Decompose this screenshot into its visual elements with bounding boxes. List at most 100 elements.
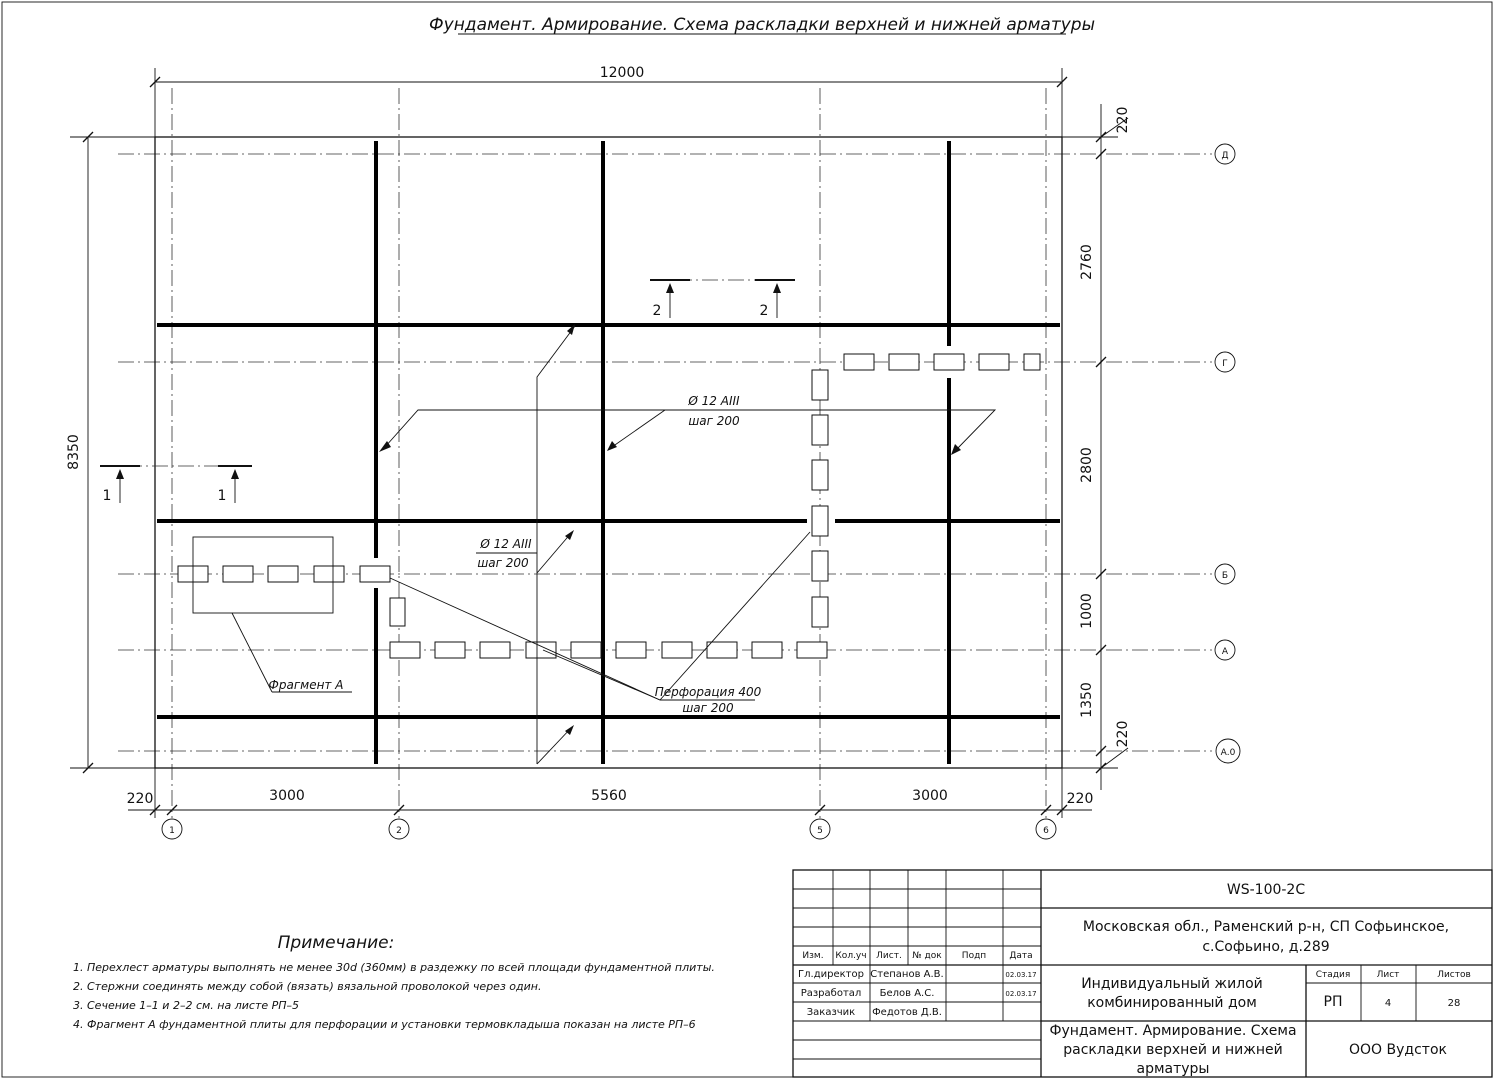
perforation-slot	[811, 459, 829, 491]
tb-company: ООО Вудсток	[1349, 1042, 1447, 1058]
axis-label-6: 6	[1043, 826, 1049, 836]
dim-tick	[1056, 76, 1068, 88]
callout-2-leader-mid	[536, 531, 573, 574]
axis-bubble-row	[1215, 738, 1241, 764]
dim-bottom-3000-left: 3000	[269, 788, 305, 804]
callout-2-leader-up	[536, 325, 576, 764]
perforations	[177, 353, 1041, 659]
axis-label-G: Г	[1222, 359, 1228, 369]
tb-header-stadiya: Стадия	[1316, 970, 1351, 980]
tb-header-listov: Листов	[1437, 970, 1471, 980]
perforation-slot	[570, 641, 602, 659]
callout-2-step: шаг 200	[477, 556, 529, 570]
tb-object-line2: комбинированный дом	[1087, 995, 1257, 1011]
dim-tick	[1095, 644, 1107, 656]
tb-role: Разработал	[801, 988, 862, 999]
note-item: 4. Фрагмент А фундаментной плиты для пер…	[73, 1018, 696, 1031]
dim-bottom-5560: 5560	[591, 788, 627, 804]
dim-tick	[82, 762, 94, 774]
fragment-a-box	[192, 536, 334, 614]
tb-value-list: 4	[1385, 998, 1391, 1009]
perforation-label: Перфорация 400	[655, 685, 762, 699]
dim-tick	[1095, 568, 1107, 580]
perforation-slot	[811, 414, 829, 446]
rebar-callout-1: Ø 12 AIII шаг 200	[379, 394, 997, 455]
axis-bubble-column	[809, 818, 831, 840]
perforation-slot	[843, 353, 875, 371]
tb-value-listov: 28	[1448, 998, 1461, 1009]
note-item: 1. Перехлест арматуры выполнять не менее…	[73, 961, 715, 974]
callout-1-arrow-mid	[607, 441, 617, 451]
dim-tick	[1040, 804, 1052, 816]
axis-bubble-row	[1214, 563, 1236, 585]
axis-label-A0: А.0	[1221, 748, 1236, 758]
perforation-slot	[222, 565, 254, 583]
dim-right-220-bottom: 220	[1115, 721, 1131, 748]
dim-right-1350: 1350	[1079, 682, 1095, 718]
dim-tick	[149, 804, 161, 816]
axis-bubble-column	[161, 818, 183, 840]
note-item: 3. Сечение 1–1 и 2–2 см. на листе РП–5	[73, 999, 299, 1012]
dim-right-2760: 2760	[1079, 244, 1095, 280]
title-block-frame	[792, 869, 1493, 1078]
slab-outline	[154, 136, 1063, 769]
perforation-slot	[811, 596, 829, 628]
dim-bottom-3000-right: 3000	[912, 788, 948, 804]
dim-tick	[1095, 148, 1107, 160]
callout-2-arrow-mid	[565, 530, 574, 540]
tb-code: WS-100-2C	[1227, 882, 1305, 898]
fragment-a-leader	[231, 612, 273, 693]
perforation-slot	[933, 353, 965, 371]
tb-header-ndok: № док	[912, 951, 942, 961]
tb-role: Заказчик	[807, 1007, 855, 1018]
tb-header-list2: Лист	[1377, 970, 1400, 980]
dim-tick	[149, 76, 161, 88]
tb-person-name: Белов А.С.	[880, 988, 935, 999]
tb-header-izm: Изм.	[802, 951, 823, 961]
tb-address-line1: Московская обл., Раменский р-н, СП Софьи…	[1083, 919, 1449, 935]
perforation-slot	[661, 641, 693, 659]
dim-tick	[1095, 745, 1107, 757]
section-1-arrowhead-left	[116, 469, 124, 479]
tb-object-line1: Индивидуальный жилой	[1081, 976, 1263, 992]
dim-tick	[1056, 804, 1068, 816]
tb-header-koluch: Кол.уч	[835, 951, 866, 961]
dimensions: 12000 8350 220 2760 2800 1000 1350 220	[66, 65, 1131, 818]
callout-1-arrow-left	[379, 441, 391, 452]
tb-sheet-title-line2: раскладки верхней и нижней	[1063, 1042, 1282, 1058]
perforation-slot	[389, 597, 406, 627]
notes: Примечание: 1. Перехлест арматуры выполн…	[73, 933, 715, 1031]
axis-bubbles: Д Г Б А А.0 1 2 5 6	[161, 143, 1241, 840]
perforation-leader-3	[659, 531, 811, 701]
perforation-slot	[434, 641, 466, 659]
axis-label-2: 2	[396, 826, 402, 836]
axis-bubble-column	[1035, 818, 1057, 840]
perforation-slot	[525, 641, 557, 659]
callout-1-leader	[384, 409, 997, 451]
callout-1-step: шаг 200	[688, 414, 740, 428]
callout-1-leader-mid	[611, 409, 666, 448]
perforation-slot	[796, 641, 828, 659]
axis-label-1: 1	[169, 826, 175, 836]
callout-1-diameter: Ø 12 AIII	[687, 394, 740, 408]
section-2-label-right: 2	[760, 303, 769, 319]
dim-right-1000: 1000	[1079, 593, 1095, 629]
dim-tick	[1095, 356, 1107, 368]
perforation-slot	[811, 369, 829, 401]
section-marks: 2 2 1 1	[100, 279, 795, 504]
callout-2-arrow-top	[567, 324, 575, 335]
tb-person-name: Федотов Д.В.	[872, 1007, 942, 1018]
dim-bottom-220-left: 220	[127, 791, 154, 807]
axis-bubble-row	[1214, 351, 1236, 373]
section-2-label-left: 2	[653, 303, 662, 319]
tb-header-list: Лист.	[876, 951, 902, 961]
callout-2-arrow-bottom	[565, 725, 574, 735]
tb-person-name: Степанов А.В.	[870, 969, 943, 980]
callout-2-leader-bottom	[536, 726, 573, 765]
dim-tick	[82, 131, 94, 143]
perforation-slot	[1023, 353, 1041, 371]
tb-sheet-title-line1: Фундамент. Армирование. Схема	[1049, 1023, 1296, 1039]
tb-value-stadiya: РП	[1324, 994, 1343, 1010]
